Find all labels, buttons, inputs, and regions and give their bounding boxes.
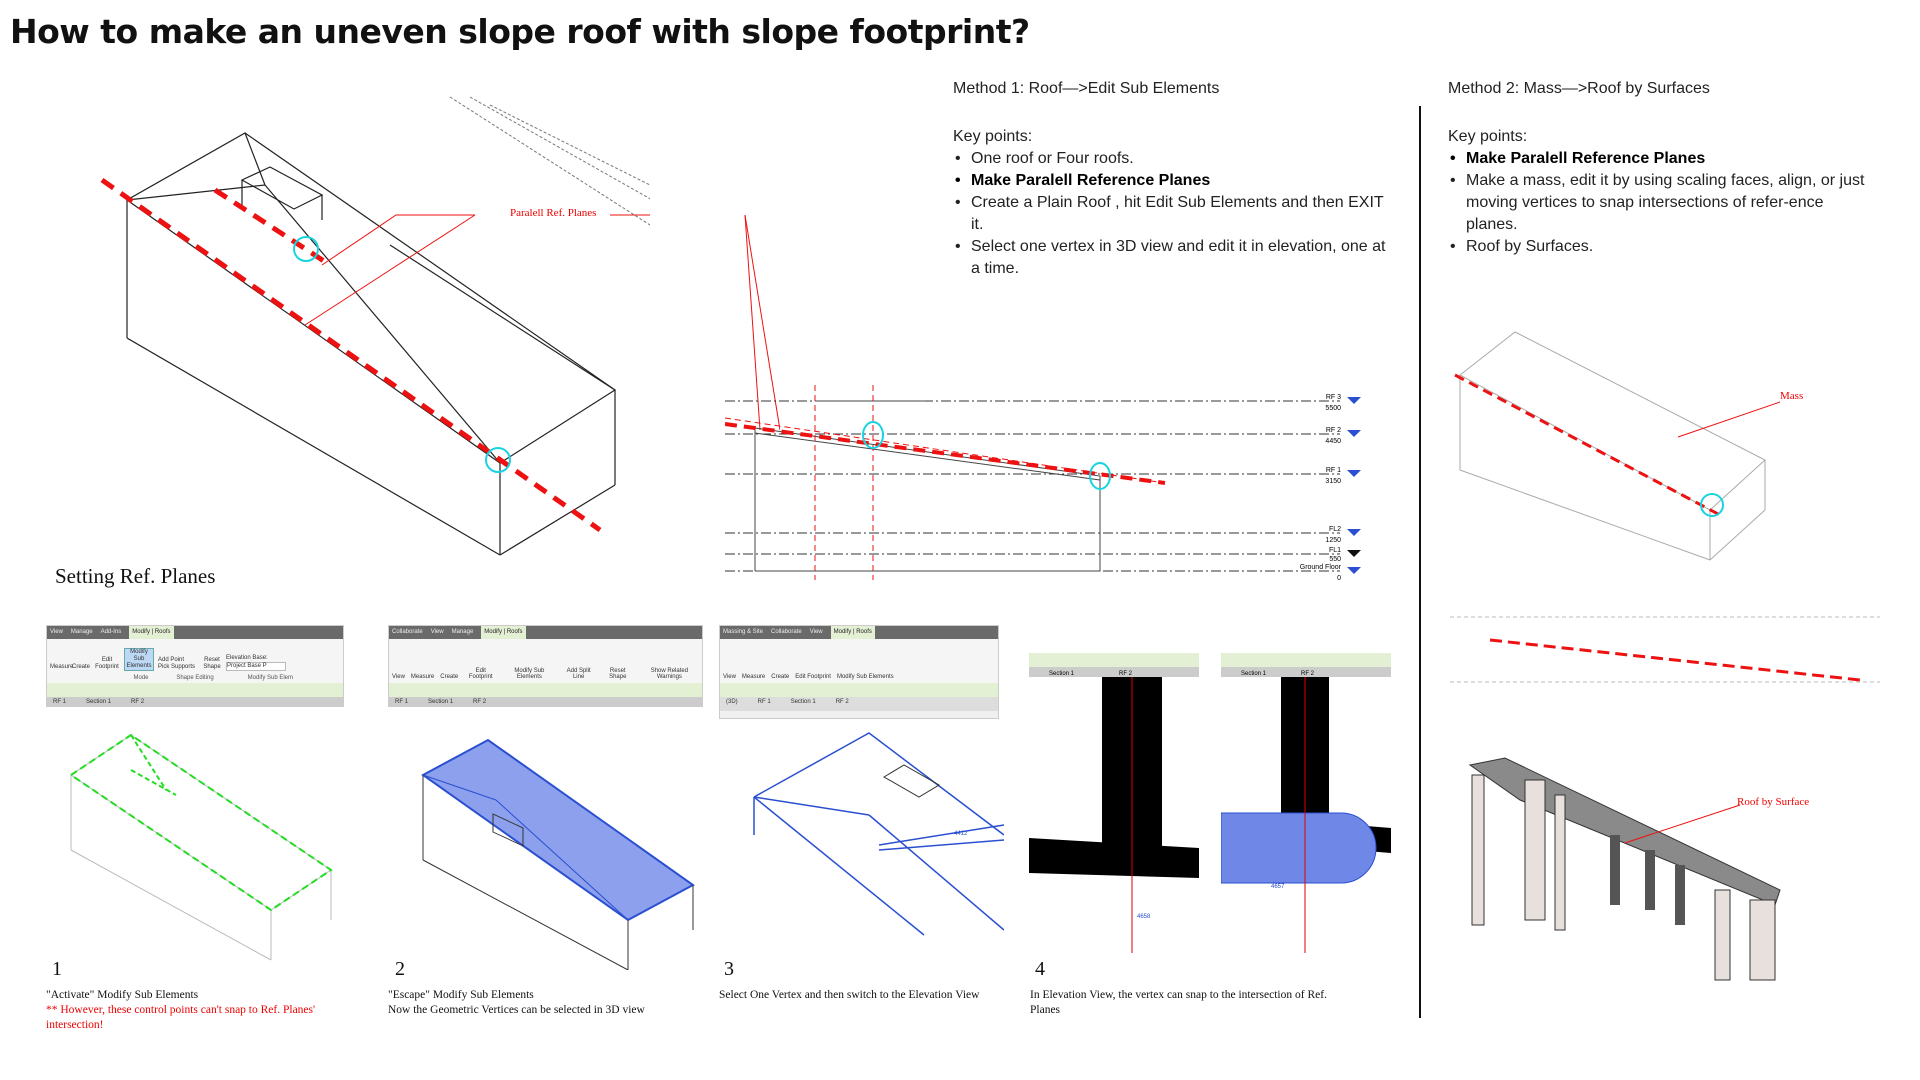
level-name: RF 1 (1326, 467, 1341, 474)
step-number: 3 (724, 958, 734, 980)
method2-block: Method 2: Mass—>Roof by Surfaces Key poi… (1448, 78, 1878, 258)
setting-ref-planes-label: Setting Ref. Planes (55, 564, 216, 588)
column-divider (1419, 106, 1421, 1018)
tab-manage[interactable]: Manage (70, 629, 93, 635)
elevation-base-select[interactable]: Project Base P (226, 662, 286, 671)
method1-point: Select one vertex in 3D view and edit it… (953, 236, 1393, 280)
step2-drawing (421, 738, 695, 970)
dimension-label: 4412 (954, 831, 968, 837)
step-number: 4 (1035, 958, 1045, 980)
method1-block: Method 1: Roof—>Edit Sub Elements Key po… (953, 78, 1393, 280)
level-elev: 550 (1329, 556, 1341, 563)
method1-point: Make Paralell Reference Planes (953, 170, 1393, 192)
shape-editing-group-label: Shape Editing (176, 675, 214, 681)
method1-point: One roof or Four roofs. (953, 148, 1393, 170)
dimension-label: 4658 (1137, 914, 1151, 920)
level-name: Ground Floor (1300, 564, 1342, 571)
view-tab-rf2: RF 2 (1119, 671, 1133, 677)
method1-key: Key points: (953, 128, 1033, 145)
page-title: How to make an uneven slope roof with sl… (10, 12, 1030, 51)
view-tab-section1[interactable]: Section 1 (86, 699, 112, 705)
level-marker-icons (1347, 397, 1361, 574)
tab-modify-roofs[interactable]: Modify | Roofs (830, 626, 875, 639)
modify-sub-elements-group-label: Modify Sub Elem (247, 675, 293, 681)
step4-elevation-a: Section 1 RF 2 4658 (1029, 653, 1199, 953)
add-point-button[interactable]: Add Point (158, 657, 185, 663)
add-split-line-button[interactable]: Add Split Line (566, 668, 591, 680)
step3-caption: Select One Vertex and then switch to the… (719, 989, 980, 1001)
view-tab-rf2[interactable]: RF 2 (131, 699, 145, 705)
pick-supports-button[interactable]: Pick Supports (158, 664, 196, 670)
modify-sub-elements-button[interactable]: Modify Sub Elements (124, 648, 154, 671)
roof-by-surface-label: Roof by Surface (1737, 796, 1810, 808)
svg-text:RF 2: RF 2 (1301, 671, 1315, 677)
reset-shape-button[interactable]: Reset Shape (203, 657, 221, 670)
step1-caption: "Activate" Modify Sub Elements** However… (46, 988, 346, 1033)
method1-point: Create a Plain Roof , hit Edit Sub Eleme… (953, 192, 1393, 236)
method2-point: Make a mass, edit it by using scaling fa… (1448, 170, 1878, 236)
edit-footprint-button[interactable]: Edit Footprint (468, 668, 493, 680)
measure-group[interactable]: Measure (50, 664, 74, 670)
method2-point: Roof by Surfaces. (1448, 236, 1878, 258)
tab-modify-roofs[interactable]: Modify | Roofs (481, 626, 526, 639)
level-elev: 3150 (1325, 478, 1341, 485)
modify-sub-elements-button[interactable]: Modify Sub Elements (514, 668, 545, 680)
step4-caption: In Elevation View, the vertex can snap t… (1030, 989, 1327, 1016)
step-number: 2 (395, 958, 405, 980)
ref-planes-label: Paralell Ref. Planes (510, 207, 597, 219)
mass-label: Mass (1780, 390, 1804, 402)
modify-sub-elements-button[interactable]: Modify Sub Elements (836, 674, 894, 680)
mode-group-label: Mode (133, 675, 149, 681)
level-elev: 0 (1337, 575, 1341, 582)
step-number: 1 (52, 958, 62, 980)
method2-heading: Method 2: Mass—>Roof by Surfaces (1448, 80, 1710, 97)
method2-point: Make Paralell Reference Planes (1448, 148, 1878, 170)
ref-planes-leader (744, 214, 780, 430)
step1-drawing (69, 733, 333, 961)
mass-elevation-line (1450, 616, 1880, 683)
method1-heading: Method 1: Roof—>Edit Sub Elements (953, 80, 1220, 97)
method2-key: Key points: (1448, 128, 1528, 145)
level-name: RF 3 (1326, 394, 1341, 401)
tab-view[interactable]: View (50, 629, 63, 635)
step3-drawing: 4412 (753, 732, 1004, 936)
level-name: FL2 (1329, 526, 1341, 533)
svg-text:Section 1: Section 1 (1241, 671, 1267, 677)
level-elev: 5500 (1325, 405, 1341, 412)
view-tab-section1: Section 1 (1049, 671, 1075, 677)
view-tab-rf1[interactable]: RF 1 (53, 699, 67, 705)
level-elev: 4450 (1325, 438, 1341, 445)
level-name: RF 2 (1326, 427, 1341, 434)
create-group[interactable]: Create (72, 664, 91, 670)
step4-elevation-b: Section 1 RF 2 4657 (1221, 653, 1391, 953)
level-elev: 1250 (1325, 537, 1341, 544)
view-tab-3d[interactable]: (3D) (726, 699, 738, 705)
step1-warning: ** However, these control points can't s… (46, 1004, 316, 1031)
elevation-base-label: Elevation Base: (226, 655, 268, 661)
edit-footprint-button[interactable]: Edit Footprint (95, 657, 119, 670)
show-warnings-button[interactable]: Show Related Warnings (650, 668, 689, 680)
level-name: FL1 (1329, 547, 1341, 554)
mass-drawing (1454, 331, 1780, 561)
dimension-label: 4657 (1271, 884, 1285, 890)
tab-modify-roofs[interactable]: Modify | Roofs (129, 626, 174, 639)
iso-roof-drawing (100, 96, 650, 556)
tab-addins[interactable]: Add-Ins (100, 629, 122, 635)
roof-by-surface-drawing (1468, 757, 1781, 981)
